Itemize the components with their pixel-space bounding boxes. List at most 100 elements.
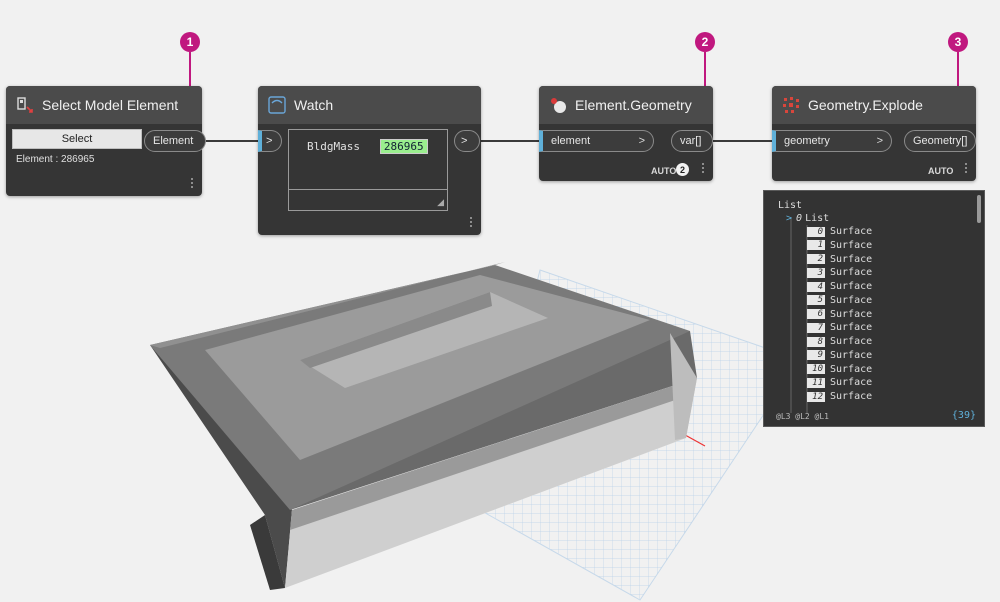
- node-menu-icon[interactable]: [965, 161, 968, 175]
- input-port[interactable]: >: [258, 130, 282, 152]
- port-label: var[]: [680, 135, 702, 147]
- chevron-right-icon: >: [876, 135, 883, 147]
- list-item-index: 9: [807, 350, 825, 361]
- list-item-label: Surface: [830, 336, 873, 347]
- sublist-label: List: [805, 213, 830, 224]
- list-item: 8 Surface: [807, 335, 872, 348]
- list-item: 7 Surface: [807, 321, 872, 334]
- node-header[interactable]: Element.Geometry: [539, 86, 713, 124]
- explode-dots-icon: [782, 96, 800, 114]
- list-item-label: Surface: [830, 308, 873, 320]
- list-item-label: Surface: [830, 377, 873, 389]
- output-port-element[interactable]: Element: [144, 130, 206, 152]
- list-item-index: 3: [807, 267, 825, 278]
- list-item-index: 6: [807, 309, 825, 319]
- list-item-index: 2: [807, 254, 825, 264]
- list-item: 4 Surface: [807, 280, 872, 293]
- scrollbar[interactable]: [977, 195, 981, 223]
- list-item-index: 8: [807, 336, 825, 347]
- list-root-label: List: [778, 200, 803, 211]
- list-item: 6 Surface: [807, 308, 872, 321]
- port-label: >: [266, 135, 273, 147]
- list-item-index: 11: [807, 377, 825, 388]
- element-id-status: Element : 286965: [16, 154, 95, 165]
- geometry-sphere-icon: [549, 96, 567, 114]
- chevron-right-icon: >: [638, 135, 645, 147]
- port-label: Geometry[]: [913, 135, 968, 147]
- watch-icon: [268, 96, 286, 114]
- list-item: 3 Surface: [807, 266, 872, 279]
- lacing-label: AUTO: [651, 166, 677, 176]
- node-title: Select Model Element: [42, 97, 179, 113]
- list-item: 10 Surface: [807, 363, 872, 376]
- port-label: element: [551, 135, 591, 147]
- list-item: 0 Surface: [807, 225, 872, 238]
- element-geometry-node[interactable]: Element.Geometry element > var[] AUTO 2: [539, 86, 713, 181]
- watch-output-box: BldgMass 286965 ◢: [288, 129, 448, 211]
- chevron-right-icon[interactable]: >: [786, 213, 793, 224]
- callout-3: 3: [948, 32, 968, 52]
- node-header[interactable]: Geometry.Explode: [772, 86, 976, 124]
- list-item: 11 Surface: [807, 376, 872, 389]
- watch-row: BldgMass 286965: [307, 139, 428, 154]
- list-item-index: 0: [807, 226, 825, 237]
- port-label: Element: [153, 135, 194, 147]
- node-title: Watch: [294, 97, 334, 113]
- sublist-index: 0: [796, 213, 803, 224]
- node-title: Geometry.Explode: [808, 97, 923, 113]
- list-root: List: [778, 199, 802, 212]
- port-label: geometry: [784, 135, 830, 147]
- node-header[interactable]: Watch: [258, 86, 481, 124]
- list-item-label: Surface: [830, 349, 873, 361]
- watch-node[interactable]: Watch > > BldgMass 286965 ◢: [258, 86, 481, 235]
- warning-count-badge[interactable]: 2: [676, 163, 689, 176]
- building-mass: [150, 262, 697, 590]
- list-item-label: Surface: [830, 391, 873, 402]
- output-port-geometry-list[interactable]: Geometry[]: [904, 130, 976, 152]
- geometry-explode-node[interactable]: Geometry.Explode geometry > Geometry[] A…: [772, 86, 976, 181]
- list-item-label: Surface: [830, 267, 873, 279]
- list-item-index: 7: [807, 322, 825, 333]
- node-menu-icon[interactable]: [470, 215, 473, 229]
- list-item-label: Surface: [830, 253, 873, 265]
- input-port-element[interactable]: element >: [539, 130, 654, 152]
- list-item-index: 12: [807, 391, 825, 402]
- list-item: 5 Surface: [807, 294, 872, 307]
- list-item-index: 10: [807, 364, 825, 374]
- list-item-label: Surface: [830, 363, 873, 375]
- resize-grip-icon[interactable]: ◢: [437, 197, 444, 207]
- list-item-index: 5: [807, 295, 825, 306]
- list-item-label: Surface: [830, 239, 873, 251]
- output-port[interactable]: >: [454, 130, 480, 152]
- callout-1: 1: [180, 32, 200, 52]
- node-menu-icon[interactable]: [702, 161, 705, 175]
- select-element-icon: [16, 96, 34, 114]
- watch-footer: ◢: [289, 189, 447, 210]
- input-port-geometry[interactable]: geometry >: [772, 130, 892, 152]
- watch-value: 286965: [379, 139, 428, 154]
- select-model-element-node[interactable]: Select Model Element Select Element Elem…: [6, 86, 206, 196]
- sublist-row[interactable]: > 0 List: [786, 212, 829, 225]
- list-item-label: Surface: [830, 294, 873, 306]
- list-item-label: Surface: [830, 281, 873, 292]
- lacing-label: AUTO: [928, 166, 954, 176]
- select-button[interactable]: Select: [12, 129, 142, 149]
- list-item-label: Surface: [830, 322, 873, 334]
- node-header[interactable]: Select Model Element: [6, 86, 202, 124]
- callout-2: 2: [695, 32, 715, 52]
- list-item: 9 Surface: [807, 349, 872, 362]
- node-title: Element.Geometry: [575, 97, 692, 113]
- watch-label: BldgMass: [307, 140, 360, 153]
- list-item-label: Surface: [830, 226, 873, 237]
- port-label: >: [461, 135, 468, 147]
- list-item: 12 Surface: [807, 390, 872, 403]
- node-menu-icon[interactable]: [191, 176, 194, 190]
- list-levels[interactable]: @L3 @L2 @L1: [776, 412, 829, 421]
- list-count: {39}: [951, 410, 976, 421]
- list-item-index: 4: [807, 281, 825, 292]
- output-port-var[interactable]: var[]: [671, 130, 713, 152]
- list-item: 2 Surface: [807, 253, 872, 266]
